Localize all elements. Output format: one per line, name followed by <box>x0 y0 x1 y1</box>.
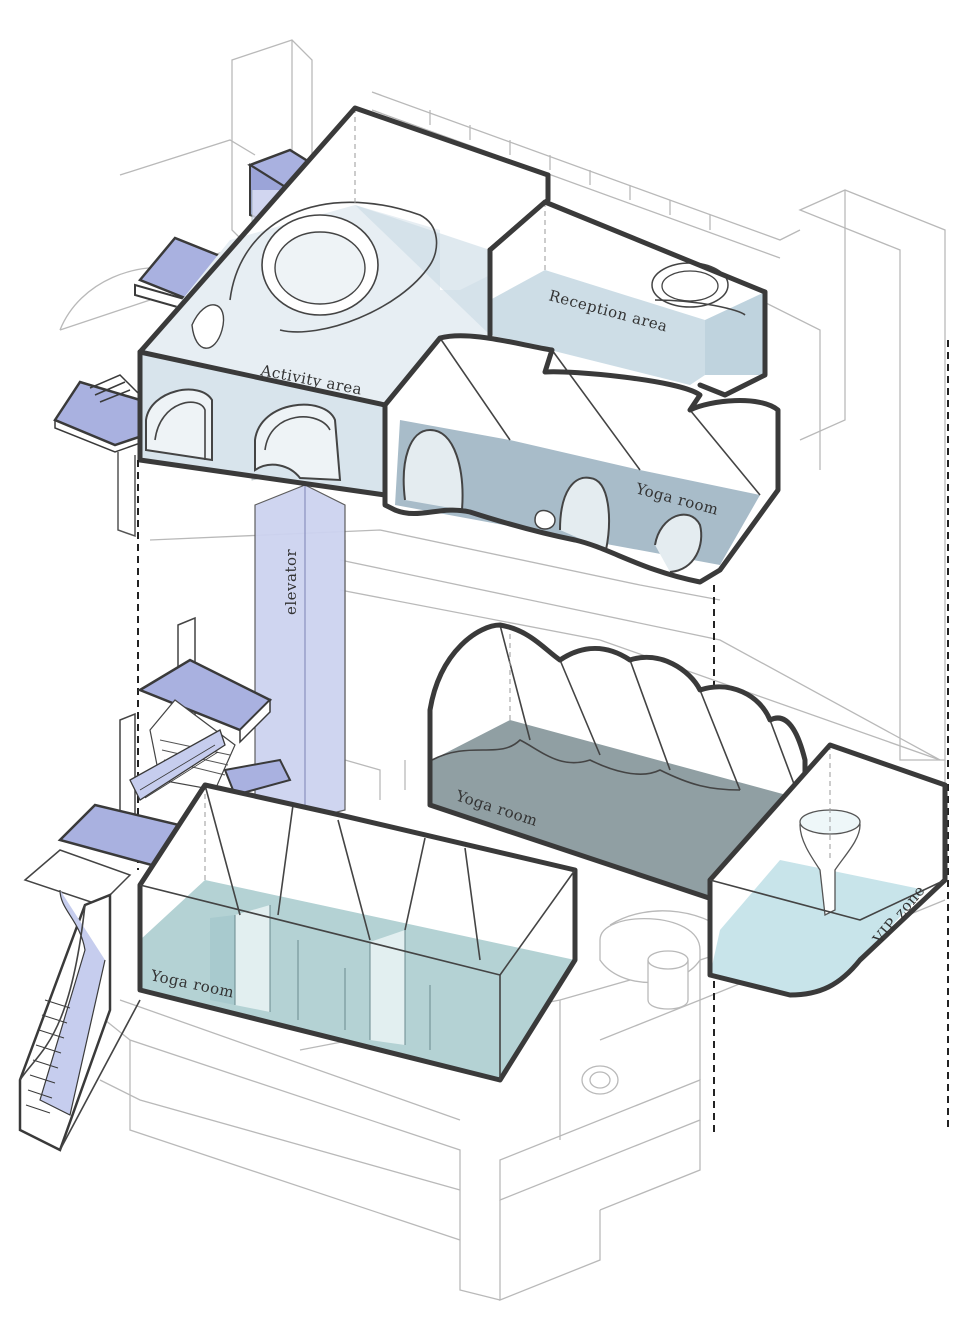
yoga-room-lower-volume <box>137 782 578 1083</box>
lower-circulation <box>18 616 292 1152</box>
label-elevator: elevator <box>282 548 300 615</box>
reception-area-volume <box>487 199 768 398</box>
vip-zone-volume <box>707 742 948 998</box>
activity-area-volume <box>137 105 551 498</box>
projection-lines <box>137 340 949 1135</box>
yoga-room-middle-volume <box>427 622 808 903</box>
yoga-room-upper-volume <box>382 333 781 585</box>
